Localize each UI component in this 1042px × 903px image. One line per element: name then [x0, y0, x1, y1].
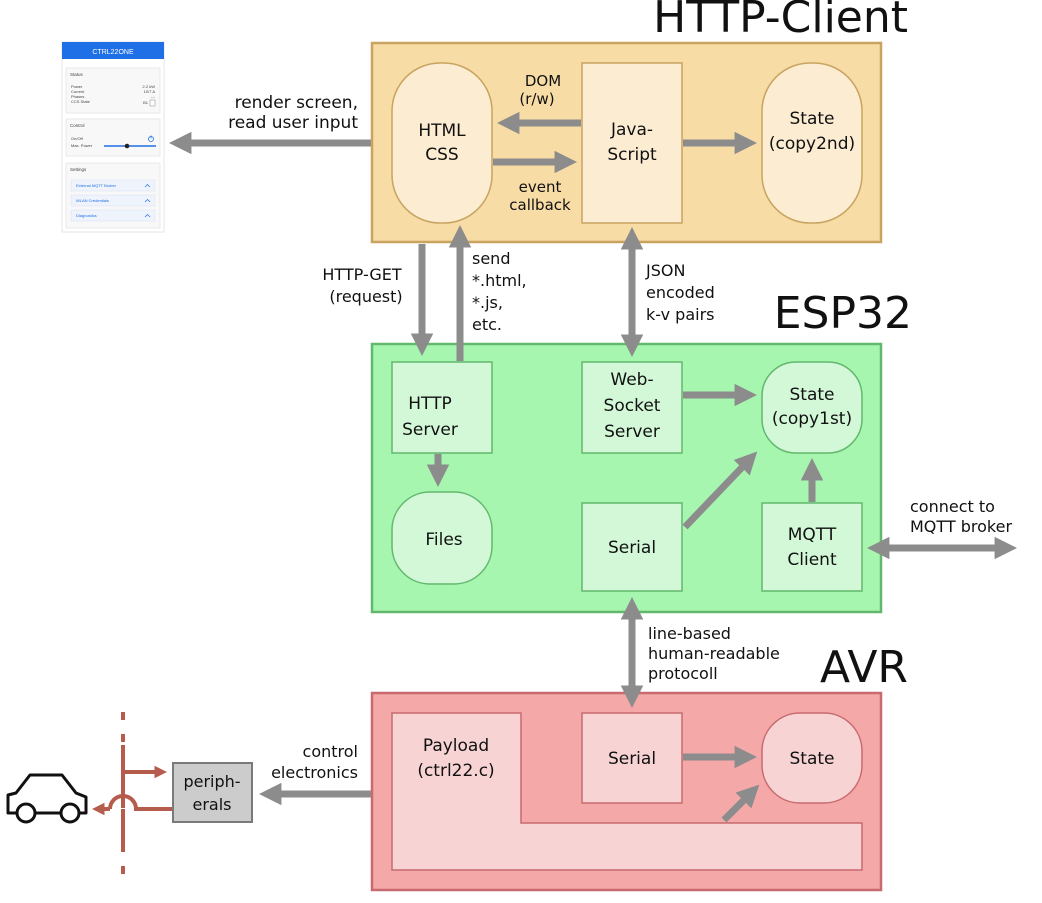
http-server-label-2: Server: [402, 420, 458, 440]
event-label-2: callback: [509, 196, 571, 214]
peripherals-label-1: periph-: [183, 772, 240, 791]
payload-sublabel: (ctrl22.c): [417, 761, 494, 781]
thumbnail-settings-header: Settings: [70, 167, 87, 172]
send-label-2: *.html,: [472, 271, 527, 290]
control-label-2: electronics: [271, 763, 358, 782]
websocket-label-2: Socket: [604, 396, 661, 416]
websocket-label-1: Web-: [610, 370, 653, 390]
esp32-state-label: State: [790, 385, 835, 405]
http-server-box: [391, 361, 493, 454]
http-client-title: HTTP-Client: [653, 0, 908, 43]
thumbnail-settings-item-label: WLAN Credentials: [76, 198, 109, 203]
car-icon: [6, 773, 88, 824]
thumbnail-status-row-label: Power: [71, 84, 83, 89]
thumbnail-status-row-value: 10/7 A: [144, 89, 156, 94]
render-label-2: read user input: [228, 113, 358, 133]
thumbnail-status-row-label: Current: [71, 89, 85, 94]
power-icon: [148, 135, 154, 142]
thumbnail-settings-item-label: Diagnostics: [76, 213, 97, 218]
json-label-1: JSON: [645, 261, 685, 280]
thumbnail-status-row-label: CCS State: [71, 99, 91, 104]
css-label: CSS: [425, 145, 458, 165]
javascript-label-2: Script: [607, 145, 657, 165]
thumbnail-title: CTRL22ONE: [92, 49, 134, 56]
serial-protocol-label-1: line-based: [648, 624, 731, 643]
chevron-up-icon: [144, 214, 151, 218]
dom-label-1: DOM: [525, 72, 561, 90]
serial-protocol-label-2: human-readable: [648, 644, 780, 663]
thumbnail-status-row-value: 2.2 kW: [143, 84, 156, 89]
send-label-1: send: [472, 249, 510, 268]
http-server-label-1: HTTP: [408, 394, 452, 414]
client-state-box: [761, 62, 863, 224]
avr-serial-box: [581, 712, 683, 804]
websocket-server-box: [581, 361, 683, 454]
payload-to-state-arrow: [721, 784, 760, 823]
mqtt-client-box: [761, 502, 863, 592]
thumbnail-status-header: Status: [70, 72, 84, 77]
thumbnail-header: [62, 42, 164, 59]
esp32-serial-label: Serial: [608, 538, 656, 558]
peripherals-label-2: erals: [192, 795, 231, 814]
thumbnail-settings-item-label: External MQTT Broker: [76, 183, 117, 188]
chevron-up-icon: [144, 199, 151, 203]
esp32-serial-box: [581, 502, 683, 592]
send-label-4: etc.: [472, 315, 502, 334]
ui-screenshot-thumbnail: CTRL22ONE Status Power 2.2 kW Current 10…: [61, 41, 165, 233]
mqtt-broker-label-1: connect to: [910, 497, 995, 516]
thumbnail-settings-item: [70, 209, 156, 222]
json-label-2: encoded: [646, 283, 715, 302]
files-box: [391, 491, 493, 585]
thumbnail-ccs-badge: [149, 99, 156, 107]
avr-state-label: State: [790, 749, 835, 769]
json-label-3: k-v pairs: [646, 305, 714, 324]
thumbnail-control-header: Control: [70, 123, 85, 128]
serial-protocol-label-3: protocoll: [648, 664, 718, 683]
dom-label-2: (r/w): [519, 90, 554, 108]
mqtt-broker-label-2: MQTT broker: [910, 517, 1012, 536]
http-get-label-1: HTTP-GET: [322, 265, 401, 284]
thumbnail-status-card: [65, 67, 161, 114]
payload-label: Payload: [423, 736, 489, 756]
thumbnail-control-label: Max. Power: [71, 143, 93, 148]
esp32-state-box: [761, 361, 863, 454]
peripherals-box: [172, 762, 253, 823]
control-label-1: control: [303, 742, 358, 761]
avr-serial-label: Serial: [608, 749, 656, 769]
files-label: Files: [425, 530, 462, 550]
javascript-label-1: Java-: [610, 120, 653, 140]
client-state-sublabel: (copy2nd): [769, 134, 855, 154]
html-css-box: [391, 62, 493, 224]
thumbnail-settings-item: [70, 179, 156, 192]
thumbnail-control-label: On/Off: [71, 136, 84, 141]
mqtt-client-label-2: Client: [787, 550, 837, 570]
avr-title: AVR: [820, 642, 908, 693]
send-label-3: *.js,: [472, 293, 503, 312]
thumbnail-control-card: [65, 118, 161, 157]
thumbnail-status-row-value: ---: [151, 94, 156, 99]
payload-box: [391, 712, 863, 871]
websocket-label-3: Server: [604, 422, 660, 442]
event-label-1: event: [519, 178, 562, 196]
esp32-title: ESP32: [774, 288, 912, 339]
javascript-box: [581, 62, 683, 224]
chevron-up-icon: [144, 184, 151, 188]
client-state-label: State: [790, 109, 835, 129]
thumbnail-slider-thumb: [124, 143, 130, 149]
thumbnail-status-row-label: Phases: [71, 94, 84, 99]
thumbnail-status-row-value: B1: [143, 100, 149, 105]
mqtt-client-label-1: MQTT: [788, 525, 837, 545]
vehicle-wiring: [91, 712, 172, 882]
thumbnail-settings-item: [70, 194, 156, 207]
esp32-state-sublabel: (copy1st): [772, 409, 852, 429]
render-label-1: render screen,: [235, 93, 358, 113]
serial-to-state-arrow: [682, 451, 758, 530]
html-label: HTML: [418, 121, 466, 141]
http-get-label-2: (request): [329, 287, 402, 306]
avr-state-box: [761, 712, 863, 804]
